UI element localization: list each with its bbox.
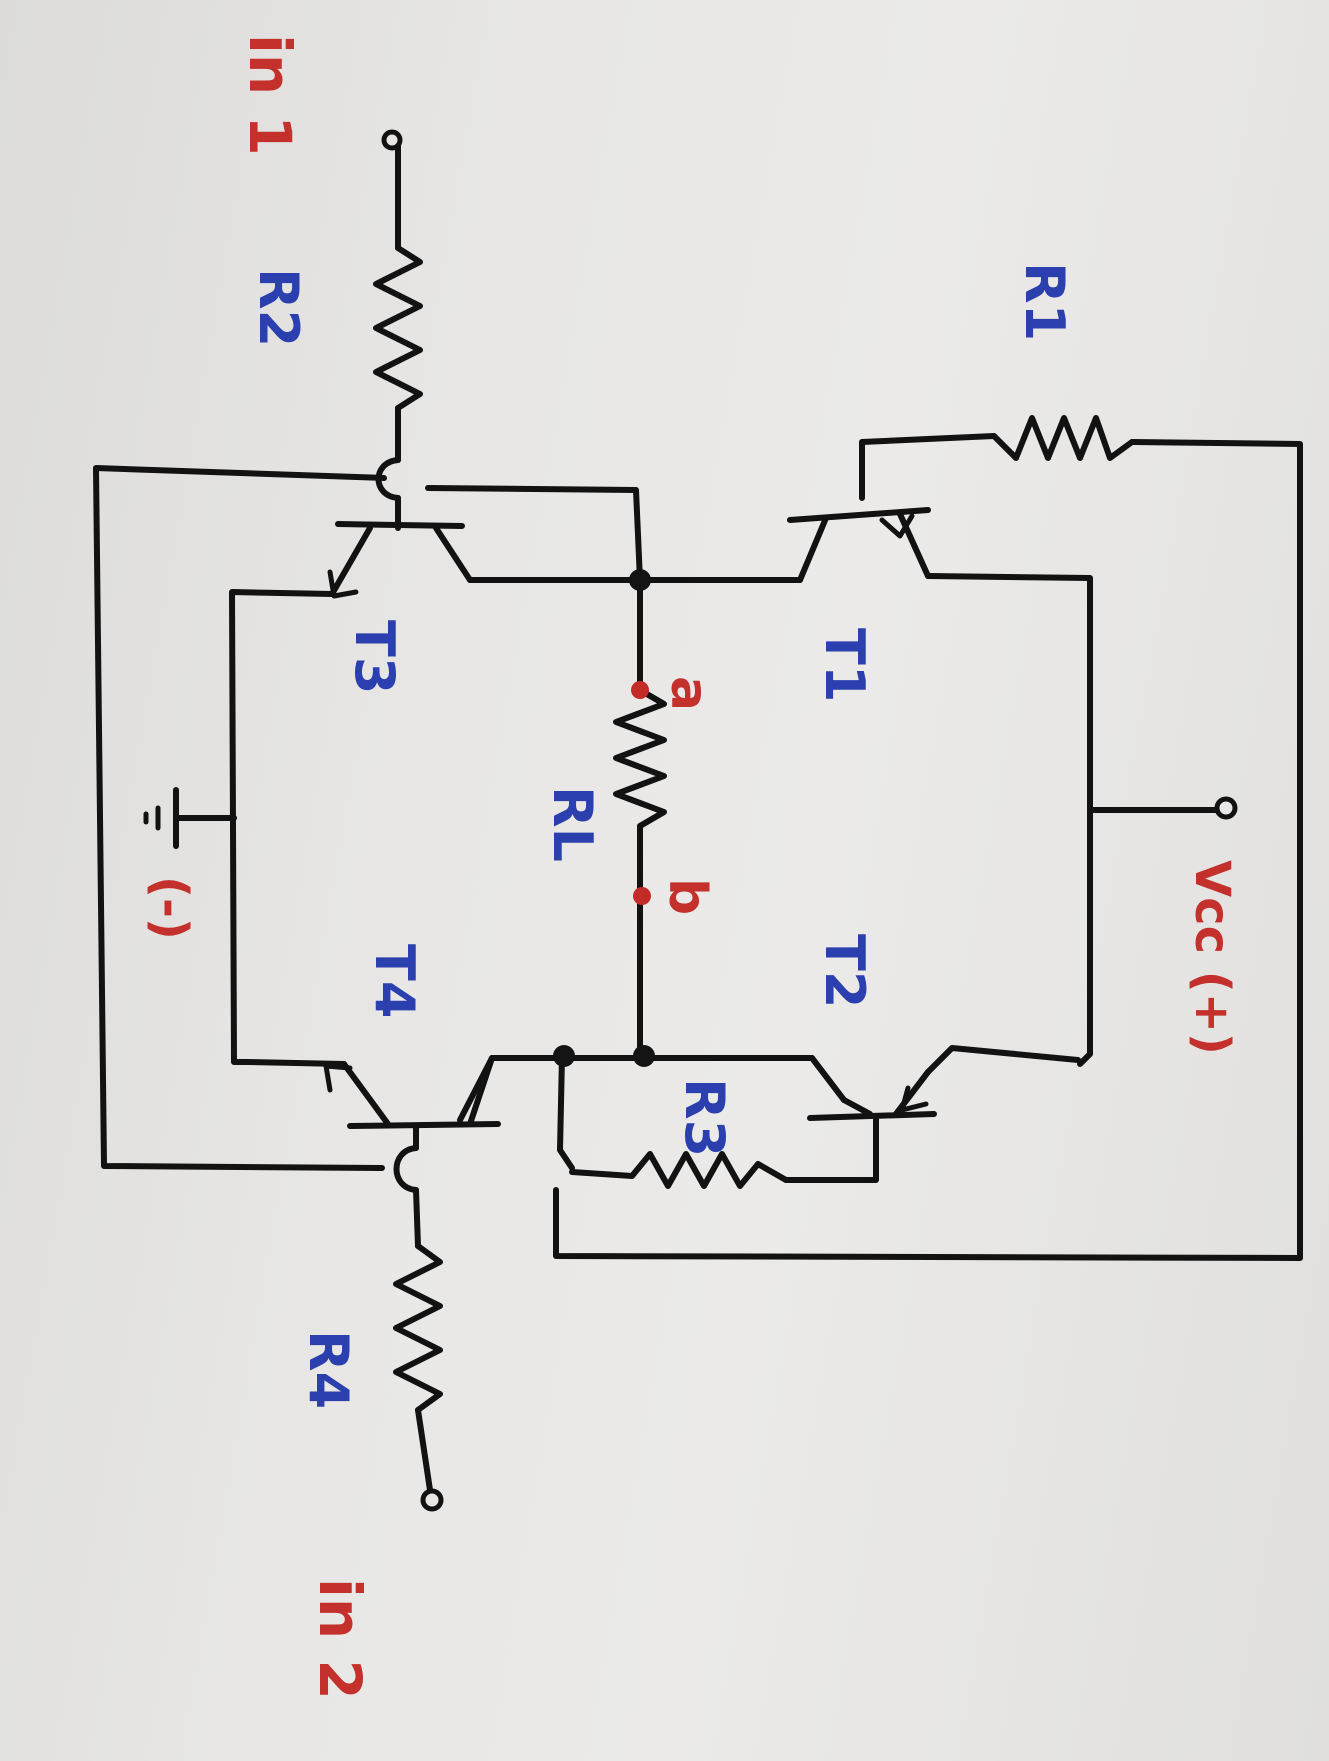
- label-vcc: Vcc (+): [1184, 860, 1240, 1055]
- outer-right-loop-wire: [553, 439, 1303, 1261]
- resistor-r3: [629, 1151, 789, 1189]
- in2-lead-wire: [415, 1407, 433, 1493]
- transistor-t1: [787, 507, 931, 583]
- label-r4: R4: [297, 1330, 360, 1409]
- t1-emitter-leg: [897, 511, 931, 579]
- label-t3: T3: [343, 620, 406, 694]
- t1-base-bar: [787, 507, 931, 523]
- label-t1: T1: [813, 628, 876, 702]
- t4-emitter-wire: [243, 1059, 347, 1067]
- resistor-rl: [613, 687, 667, 873]
- in1-terminal: [381, 129, 403, 151]
- junction-bottom-left: [553, 1045, 575, 1067]
- ground-symbol: [143, 787, 179, 849]
- junction-bottom-right: [633, 1045, 655, 1067]
- r3-branch-wire: [557, 1053, 575, 1171]
- t2-emitter-wire: [925, 1045, 1081, 1075]
- r3-to-t2-base-wire: [783, 1115, 879, 1183]
- resistor-r4: [393, 1243, 443, 1413]
- feedback-loop-left-wire: [93, 465, 387, 1171]
- r3-left-lead: [569, 1169, 635, 1179]
- r4-upper-lead: [413, 1187, 421, 1249]
- label-r3: R3: [673, 1078, 736, 1157]
- label-t2: T2: [813, 934, 876, 1008]
- transistor-t2: [807, 1069, 937, 1121]
- r1-to-t1-base-wire: [859, 433, 997, 501]
- transistor-t3: [327, 521, 473, 599]
- t3-emitter-arrow: [327, 569, 359, 599]
- label-r2: R2: [247, 268, 310, 347]
- t1-collector-leg: [797, 515, 829, 583]
- junction-top: [629, 569, 651, 591]
- t2-emitter-arrow: [899, 1085, 929, 1113]
- label-t4: T4: [363, 944, 426, 1018]
- t3-collector-leg: [433, 525, 473, 583]
- t4-base-bar: [347, 1121, 501, 1129]
- label-ground: (-): [142, 876, 198, 940]
- label-node-a: a: [659, 676, 719, 711]
- t3-base-bar: [335, 521, 465, 529]
- vcc-terminal: [1214, 796, 1238, 820]
- in2-terminal: [420, 1488, 444, 1512]
- t1-emitter-arrow: [879, 513, 915, 539]
- node-b-marker: [633, 887, 651, 905]
- t2-collector-leg: [841, 1097, 873, 1117]
- node-a-marker: [631, 681, 649, 699]
- t3-collector-wire: [425, 485, 643, 583]
- t4-emitter-leg: [341, 1061, 391, 1127]
- label-in1: in 1: [236, 34, 304, 156]
- t4-emitter-arrow: [323, 1063, 353, 1093]
- resistor-r1: [991, 415, 1135, 461]
- t3-emitter-leg: [329, 525, 373, 597]
- resistor-r2: [373, 245, 423, 411]
- label-in2: in 2: [306, 1578, 374, 1700]
- r4-crossover-hop: [393, 1145, 419, 1193]
- label-rl: RL: [541, 786, 604, 862]
- label-node-b: b: [657, 878, 717, 915]
- t2-collector-wire: [809, 1055, 847, 1103]
- t3-emitter-wire: [229, 589, 335, 1065]
- label-r1: R1: [1013, 262, 1076, 341]
- t1-emitter-wire: [925, 573, 1093, 1067]
- bottom-rail-wire: [457, 1055, 815, 1123]
- transistor-t4: [243, 1055, 501, 1129]
- t4-collector-leg: [467, 1055, 495, 1127]
